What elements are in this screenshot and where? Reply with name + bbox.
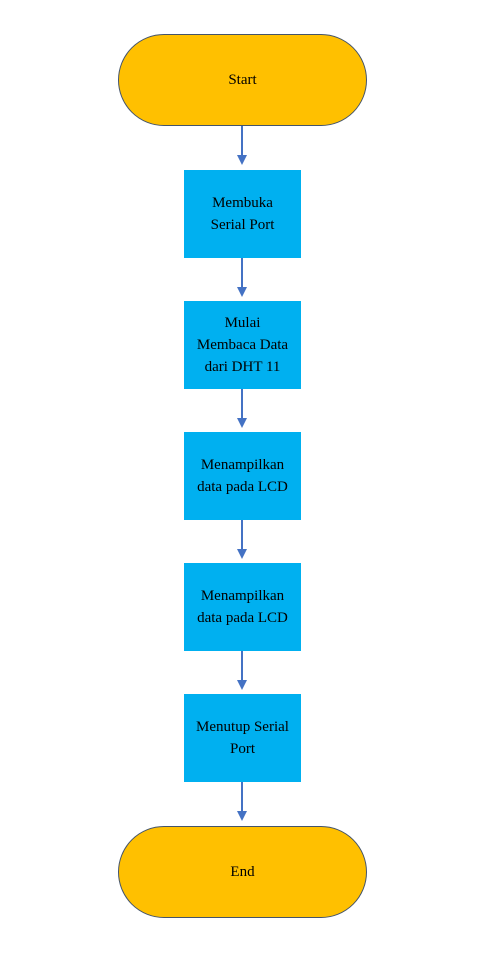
process-step-display-lcd-2: Menampilkan data pada LCD [184, 563, 301, 651]
process-step-label: Menampilkan data pada LCD [197, 457, 288, 495]
process-step-open-serial-port: Membuka Serial Port [184, 170, 301, 258]
process-step-close-serial-port: Menutup Serial Port [184, 694, 301, 782]
end-label: End [230, 863, 255, 880]
process-step-display-lcd-1: Menampilkan data pada LCD [184, 432, 301, 520]
end-terminal: End [118, 826, 367, 918]
process-step-label: Mulai Membaca Data dari DHT 11 [196, 315, 289, 375]
start-terminal: Start [118, 34, 367, 126]
process-step-read-dht11: Mulai Membaca Data dari DHT 11 [184, 301, 301, 389]
process-step-label: Menutup Serial Port [196, 719, 289, 757]
process-step-label: Membuka Serial Port [210, 195, 275, 233]
start-label: Start [228, 71, 257, 88]
process-step-label: Menampilkan data pada LCD [197, 588, 288, 626]
